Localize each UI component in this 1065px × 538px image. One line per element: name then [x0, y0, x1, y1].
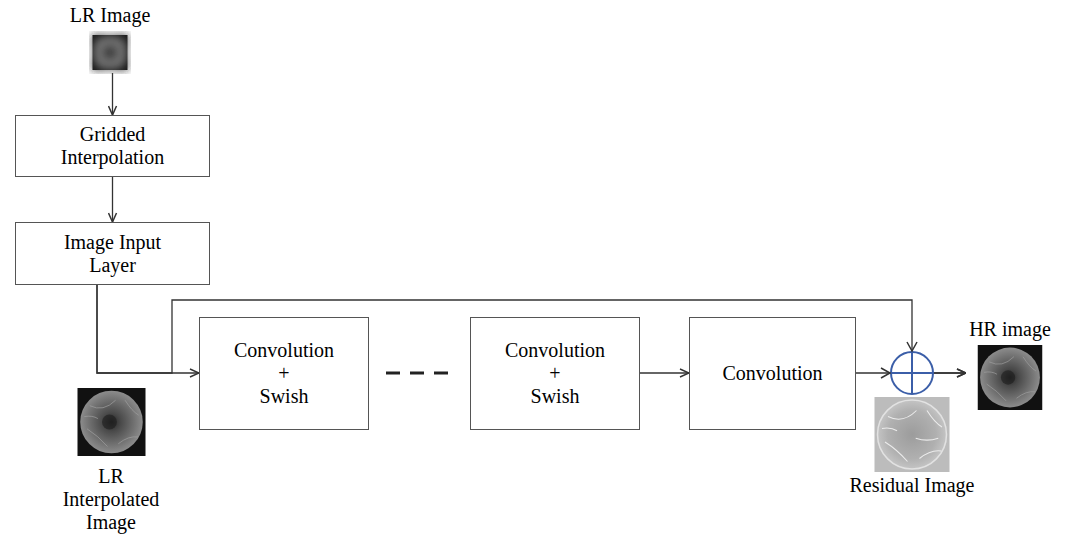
arrow-head [907, 342, 917, 351]
process-box: Gridded Interpolation [15, 115, 210, 177]
image-caption: HR image [969, 318, 1051, 341]
arrow-head [881, 368, 890, 378]
connector-arrow [97, 285, 199, 373]
interpolated-fundus-image [78, 388, 146, 456]
layer-box: Convolution + Swish [470, 317, 640, 430]
box-label: Gridded Interpolation [38, 123, 188, 169]
image-panel: Residual Image [845, 395, 979, 497]
image-panel: LR Image [60, 4, 160, 73]
residual-fundus-image [875, 397, 950, 472]
layer-box: Convolution [689, 317, 856, 430]
hr-fundus-image [978, 345, 1043, 410]
image-caption: Residual Image [850, 474, 975, 497]
connector-arrow [112, 73, 113, 115]
layer-box: Convolution + Swish [199, 317, 369, 430]
sum-circle [891, 352, 933, 394]
box-label: Convolution + Swish [209, 339, 359, 408]
box-label: Convolution + Swish [480, 339, 630, 408]
image-panel: HR image [966, 318, 1054, 412]
fundus-picture [93, 35, 128, 70]
connector-arrow [112, 177, 113, 222]
image-frame [93, 35, 128, 70]
process-box: Image Input Layer [15, 222, 210, 285]
lr-fundus-image [93, 35, 128, 70]
image-caption: LR Interpolated Image [56, 465, 166, 534]
connector-arrow [640, 372, 689, 373]
repeat-dashes [386, 372, 456, 375]
image-panel: LR Interpolated Image [51, 386, 171, 534]
sum-symbol [881, 342, 933, 394]
sum-cross [911, 352, 913, 394]
image-caption: LR Image [70, 4, 151, 27]
box-label: Convolution [722, 362, 822, 385]
box-label: Image Input Layer [53, 231, 173, 277]
